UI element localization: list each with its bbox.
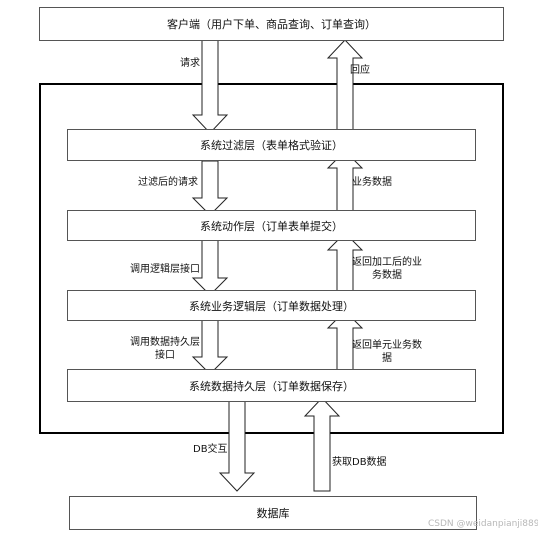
client-label: 客户端（用户下单、商品查询、订单查询） bbox=[167, 18, 376, 31]
call-persist-arrow bbox=[191, 315, 229, 375]
filtered-request-arrow bbox=[191, 160, 229, 216]
get-db-data-label: 获取DB数据 bbox=[332, 457, 387, 468]
call-persist-line1: 调用数据持久层 bbox=[130, 337, 200, 348]
get-db-data-arrow bbox=[303, 397, 341, 492]
client-box: 客户端（用户下单、商品查询、订单查询） bbox=[39, 7, 504, 41]
persistence-layer-label: 系统数据持久层（订单数据保存） bbox=[189, 379, 354, 393]
system-boundary-frame bbox=[39, 83, 504, 434]
business-data-label: 业务数据 bbox=[352, 177, 392, 188]
return-unit-line2: 据 bbox=[382, 353, 392, 364]
call-persist-label: 调用数据持久层 接口 bbox=[130, 336, 200, 362]
persistence-layer-box: 系统数据持久层（订单数据保存） bbox=[67, 369, 476, 402]
csdn-watermark: CSDN @weidanpianji889 bbox=[428, 519, 538, 529]
call-logic-label: 调用逻辑层接口 bbox=[130, 264, 200, 275]
call-persist-line2: 接口 bbox=[155, 350, 175, 361]
return-processed-line1: 返回加工后的业 bbox=[352, 257, 422, 268]
database-box: 数据库 bbox=[69, 496, 477, 530]
business-layer-box: 系统业务逻辑层（订单数据处理） bbox=[67, 290, 476, 321]
database-label: 数据库 bbox=[256, 507, 290, 520]
return-processed-arrow bbox=[326, 232, 364, 295]
filter-layer-label: 系统过滤层（表单格式验证） bbox=[200, 139, 343, 152]
return-processed-label: 返回加工后的业 务数据 bbox=[352, 256, 422, 282]
db-interact-arrow bbox=[218, 397, 256, 492]
call-logic-arrow bbox=[191, 235, 229, 296]
response-label: 回应 bbox=[350, 65, 370, 76]
business-layer-label: 系统业务逻辑层（订单数据处理） bbox=[189, 299, 354, 313]
request-arrow bbox=[191, 39, 229, 134]
filter-layer-box: 系统过滤层（表单格式验证） bbox=[67, 129, 476, 161]
db-interact-label: DB交互 bbox=[193, 444, 228, 455]
response-arrow bbox=[326, 39, 364, 134]
return-unit-line1: 返回单元业务数 bbox=[352, 340, 422, 351]
action-layer-label: 系统动作层（订单表单提交） bbox=[200, 219, 343, 233]
return-processed-line2: 务数据 bbox=[372, 270, 402, 281]
filtered-request-label: 过滤后的请求 bbox=[138, 177, 198, 188]
request-label: 请求 bbox=[180, 58, 200, 69]
action-layer-box: 系统动作层（订单表单提交） bbox=[67, 210, 476, 241]
return-unit-label: 返回单元业务数 据 bbox=[352, 339, 422, 365]
